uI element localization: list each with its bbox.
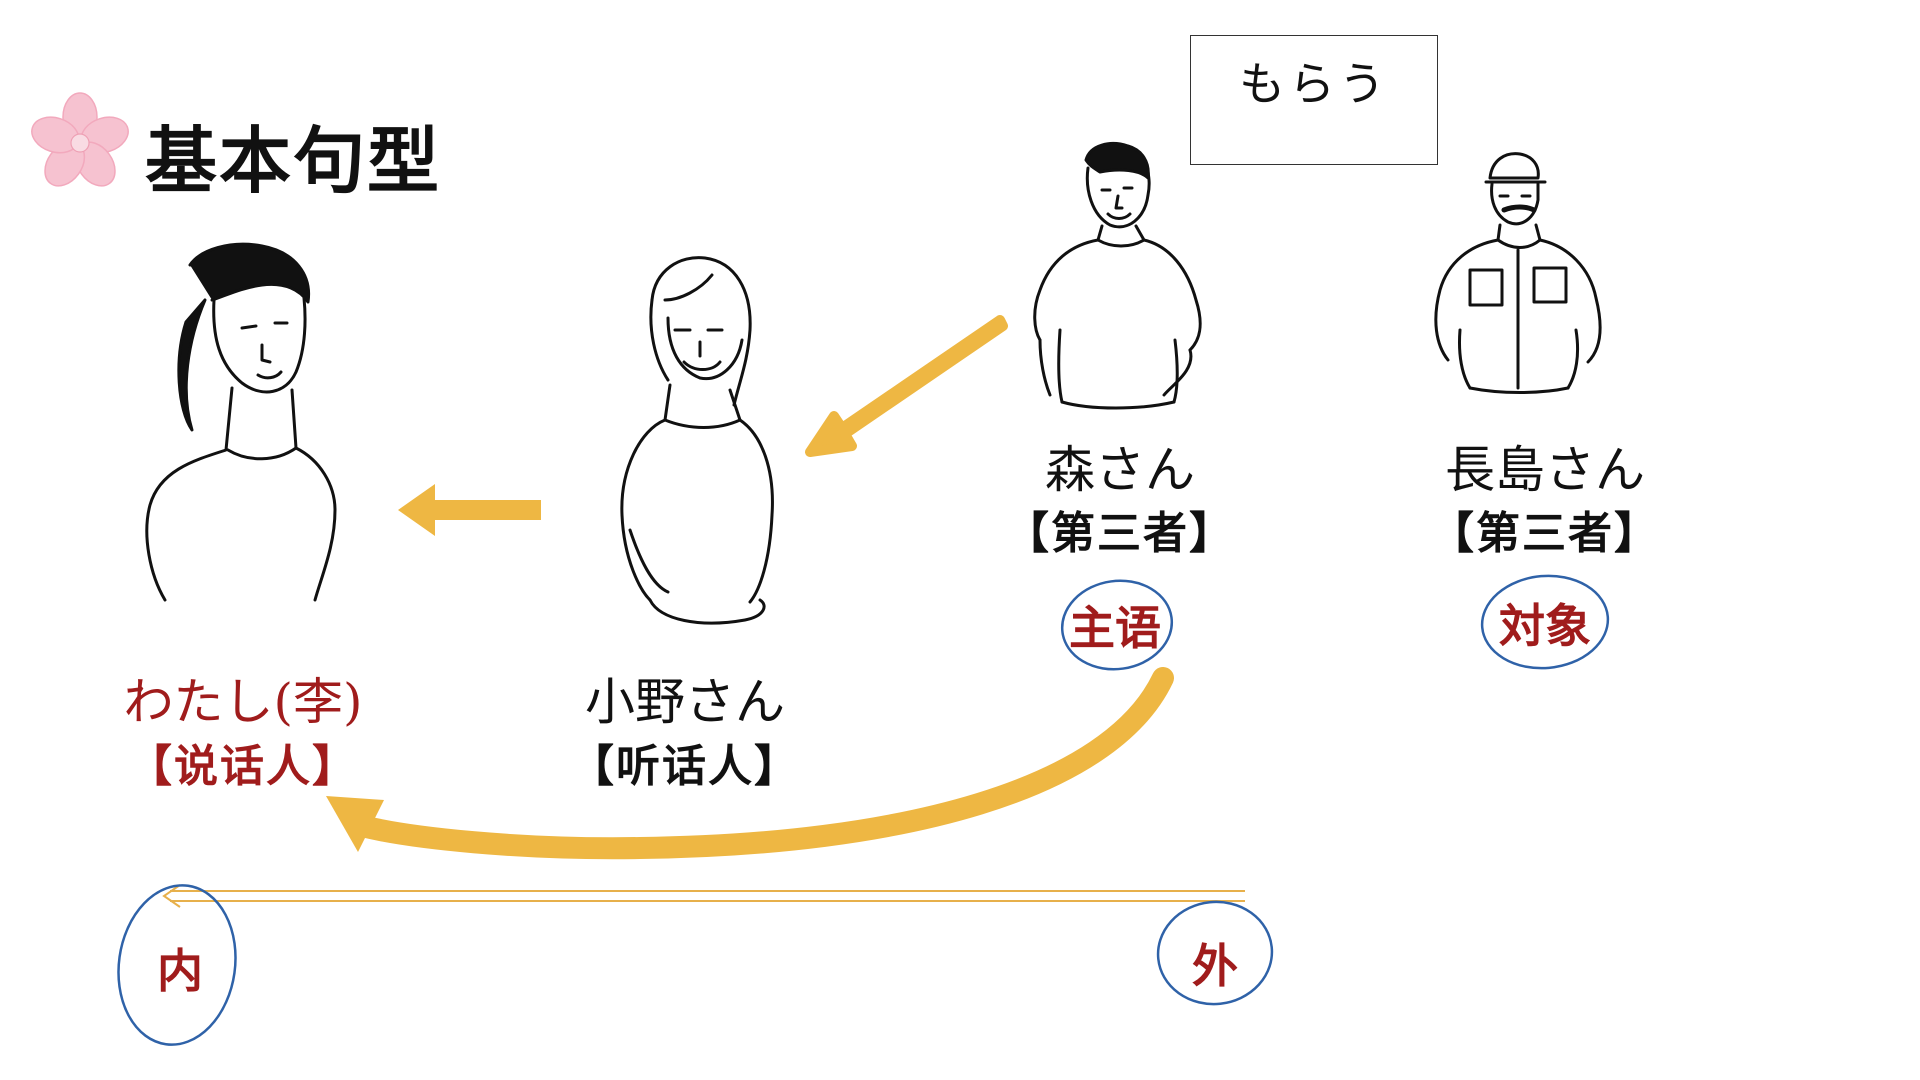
scale-outer-label: 外 xyxy=(1192,939,1238,993)
person-mori-role: 【第三者】 xyxy=(1005,508,1235,559)
arrow-mori-to-ono xyxy=(805,315,1008,457)
person-ono-figure xyxy=(620,256,774,625)
person-ono-name: 小野さん xyxy=(585,673,785,731)
person-mori-tag: 主语 xyxy=(1069,601,1161,655)
person-watashi-role: 【说话人】 xyxy=(128,741,358,792)
person-watashi-figure xyxy=(145,242,337,602)
person-mori-name: 森さん xyxy=(1045,441,1195,499)
arrow-curve-mori-to-watashi xyxy=(351,667,1174,860)
circle-inner xyxy=(117,884,237,1046)
person-nagashima-figure xyxy=(1434,152,1602,394)
person-mori-figure xyxy=(1033,142,1202,410)
circle-subject xyxy=(1060,579,1174,671)
legend-box: もらう xyxy=(1190,35,1438,165)
legend-label: もらう xyxy=(1239,57,1389,111)
circle-target xyxy=(1480,574,1610,670)
person-nagashima-tag: 対象 xyxy=(1499,599,1591,653)
scale-inner-label: 内 xyxy=(157,944,203,998)
person-nagashima-name: 長島さん xyxy=(1445,441,1645,499)
arrow-curve-head xyxy=(326,796,384,852)
arrow-ono-to-watashi xyxy=(398,484,541,536)
person-ono-role: 【听话人】 xyxy=(570,741,800,792)
sakura-icon xyxy=(31,92,129,187)
page-title: 基本句型 xyxy=(145,119,442,203)
circle-outer xyxy=(1156,900,1274,1006)
scale-line xyxy=(162,884,1245,908)
person-nagashima-role: 【第三者】 xyxy=(1430,508,1660,559)
person-watashi-name: わたし(李) xyxy=(123,673,363,731)
